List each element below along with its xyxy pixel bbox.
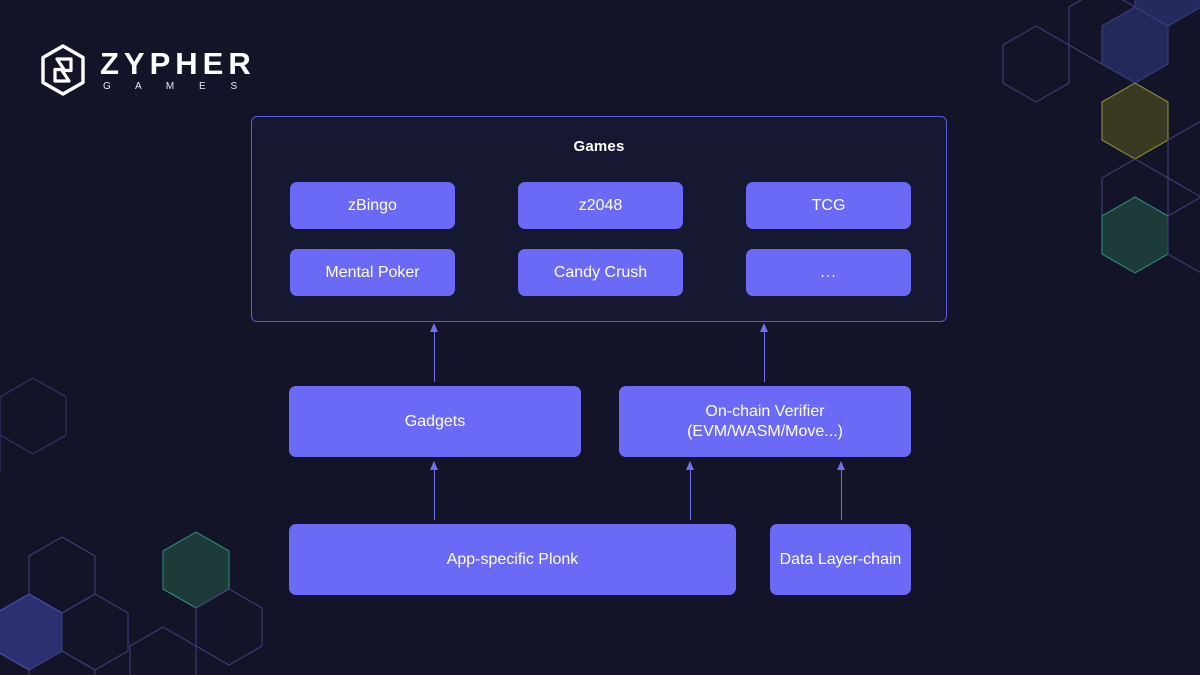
block-onchain-verifier[interactable]: On-chain Verifier (EVM/WASM/Move...) bbox=[619, 386, 911, 457]
hex-fill-teal bbox=[162, 531, 230, 609]
hex-fill-blue bbox=[0, 593, 63, 671]
game-block-z2048[interactable]: z2048 bbox=[518, 182, 683, 229]
game-block-zbingo[interactable]: zBingo bbox=[290, 182, 455, 229]
hex-fill-olive bbox=[1101, 82, 1169, 160]
arrow-head bbox=[430, 461, 438, 470]
hex-outline bbox=[1002, 25, 1070, 103]
games-panel: Games zBingo z2048 TCG Mental Poker Cand… bbox=[251, 116, 947, 322]
logo-subtitle: G A M E S bbox=[103, 81, 249, 92]
hex-outline bbox=[195, 588, 263, 666]
brand-logo: ZYPHER G A M E S bbox=[40, 44, 256, 96]
verifier-line-2: (EVM/WASM/Move...) bbox=[687, 422, 843, 440]
arrow-head bbox=[686, 461, 694, 470]
arrow-shaft bbox=[841, 468, 843, 520]
hex-outline bbox=[1068, 0, 1136, 65]
hex-outline bbox=[0, 377, 67, 455]
block-gadgets[interactable]: Gadgets bbox=[289, 386, 581, 457]
arrow-head bbox=[837, 461, 845, 470]
game-block-mental-poker[interactable]: Mental Poker bbox=[290, 249, 455, 296]
arrow-head bbox=[760, 323, 768, 332]
hex-fill-blue bbox=[1101, 6, 1169, 84]
arrow-head bbox=[430, 323, 438, 332]
arrow-shaft bbox=[434, 330, 436, 382]
block-data-layer-chain[interactable]: Data Layer-chain bbox=[770, 524, 911, 595]
arrow-shaft bbox=[764, 330, 766, 382]
hex-outline bbox=[1101, 158, 1169, 236]
game-block-more[interactable]: ... bbox=[746, 249, 911, 296]
game-block-tcg[interactable]: TCG bbox=[746, 182, 911, 229]
hex-outline bbox=[129, 626, 197, 675]
arrow-plonk-to-gadgets bbox=[430, 461, 439, 520]
arrow-verifier-to-games bbox=[760, 323, 769, 382]
hex-fill-blue bbox=[1134, 0, 1200, 27]
hex-fill-teal bbox=[1101, 196, 1169, 274]
hex-outline bbox=[28, 650, 96, 675]
hex-outline bbox=[61, 593, 129, 671]
arrow-shaft bbox=[434, 468, 436, 520]
verifier-line-1: On-chain Verifier bbox=[705, 402, 825, 420]
games-grid: zBingo z2048 TCG Mental Poker Candy Crus… bbox=[290, 182, 911, 296]
hexagon-z-icon bbox=[41, 44, 85, 96]
arrow-datalayer-to-verifier bbox=[837, 461, 846, 520]
game-block-candy-crush[interactable]: Candy Crush bbox=[518, 249, 683, 296]
arrow-gadgets-to-games bbox=[430, 323, 439, 382]
arrow-plonk-to-verifier bbox=[686, 461, 695, 520]
logo-wordmark: ZYPHER bbox=[100, 46, 256, 81]
hex-outline bbox=[1167, 120, 1200, 198]
hex-outline bbox=[1167, 196, 1200, 274]
arrow-shaft bbox=[690, 468, 692, 520]
hex-outline bbox=[28, 536, 96, 614]
block-app-specific-plonk[interactable]: App-specific Plonk bbox=[289, 524, 736, 595]
games-panel-title: Games bbox=[573, 138, 625, 155]
